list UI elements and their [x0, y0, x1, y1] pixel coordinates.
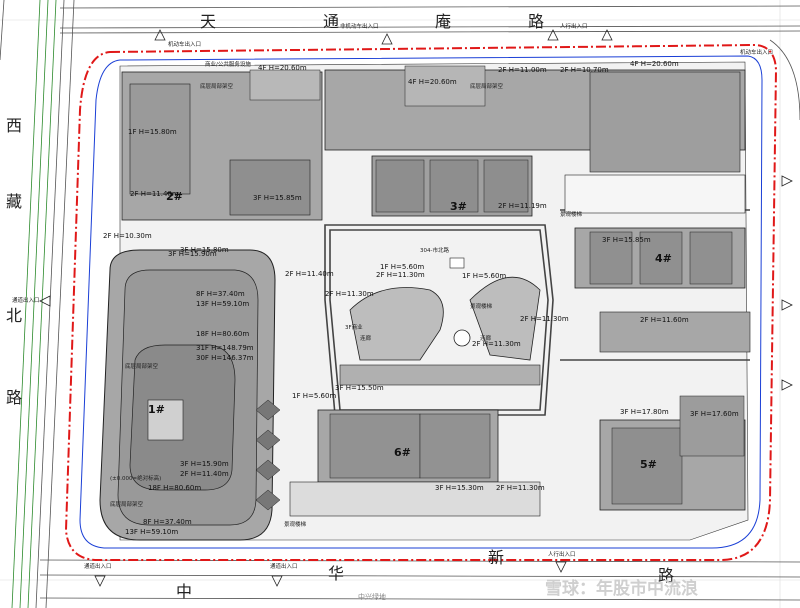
building-6-label: 6# [394, 446, 411, 459]
setback-blue-line [79, 55, 763, 549]
building-4 [574, 227, 746, 289]
height-label: 3F H=15.50m [335, 384, 384, 392]
note-label: 3F商业 [345, 325, 363, 331]
road-south-char-3: 新 [488, 548, 505, 567]
note-label: 景观楼梯 [560, 212, 583, 218]
height-label: 18F H=80.60m [196, 330, 250, 338]
building-5 [599, 395, 746, 511]
height-label: 2F H=11.40m [285, 270, 334, 278]
height-label: 3F H=17.60m [690, 410, 739, 418]
height-label: 1F H=5.60m [380, 263, 425, 271]
height-label: 3F H=15.90m [180, 460, 229, 468]
building-4-label: 4# [655, 252, 672, 265]
height-label: 3F H=17.80m [620, 408, 669, 416]
height-label: 2F H=11.30m [496, 484, 545, 492]
north-podium [324, 65, 746, 173]
note-label: (±0.000=绝对标高) [110, 476, 162, 482]
height-label: 3F H=15.85m [602, 236, 651, 244]
height-label: 2F H=10.30m [103, 232, 152, 240]
note-label: 304-市北路 [420, 248, 449, 254]
gate-label: 机动车出入口 [740, 50, 774, 56]
road-west-char-3: 北 [6, 306, 23, 325]
building-1 [99, 249, 276, 541]
building-3 [371, 155, 533, 217]
courtyard [339, 276, 541, 386]
gate-label: 通道出入口 [84, 564, 112, 570]
gate-label: 人行出入口 [548, 552, 576, 558]
watermark: 雪球：年股市中流浪 [545, 579, 698, 599]
height-label: 31F H=148.79m [196, 344, 254, 352]
note-label: 底层局部架空 [470, 84, 504, 90]
height-label: 1F H=5.60m [292, 392, 337, 400]
road-south-char-4: 路 [658, 566, 675, 585]
road-west-char-2: 藏 [6, 192, 23, 211]
height-label: 4F H=20.60m [408, 78, 457, 86]
road-north-char-4: 路 [528, 12, 545, 31]
building-2 [121, 69, 323, 221]
note-label: 底层局部架空 [110, 502, 144, 508]
note-label: 商业/公共服务设施 [205, 62, 251, 68]
height-label: 3F H=15.90m [168, 250, 217, 258]
height-label: 1F H=15.80m [128, 128, 177, 136]
note-label: 景观楼梯 [470, 304, 493, 310]
property-red-line [64, 43, 778, 561]
building-5-label: 5# [640, 458, 657, 471]
height-label: 2F H=11.30m [325, 290, 374, 298]
road-west-char-4: 路 [6, 388, 23, 407]
gate-markers [39, 29, 793, 587]
note-label: 连廊 [480, 336, 492, 342]
height-label: 2F H=11.30m [472, 340, 521, 348]
height-label: 2F H=11.30m [376, 271, 425, 279]
note-label: 底层局部架空 [200, 84, 234, 90]
road-south-char-1: 中 [176, 582, 193, 601]
road-north-char-3: 庵 [435, 12, 452, 31]
north-road-lines [59, 5, 800, 34]
road-west-char-1: 西 [6, 116, 23, 135]
height-label: 3F H=15.30m [435, 484, 484, 492]
landscape-stair [255, 399, 281, 511]
east-strip [564, 174, 746, 214]
height-label: 3F H=15.80m [180, 246, 229, 254]
note-label: 底层局部架空 [125, 364, 159, 370]
height-label: 4F H=20.60m [258, 64, 307, 72]
note-label: 景观楼梯 [284, 522, 307, 528]
gate-label: 通道出入口 [12, 298, 40, 304]
road-south-char-2: 华 [328, 564, 345, 583]
green-label: 中兴绿地 [358, 593, 386, 601]
west-road-lines [11, 0, 57, 608]
height-label: 2F H=11.19m [498, 202, 547, 210]
height-label: 13F H=59.10m [196, 300, 250, 308]
gate-label: 非机动车出入口 [340, 24, 379, 30]
height-label: 2F H=11.40m [180, 470, 229, 478]
height-label: 2F H=11.40m [130, 190, 179, 198]
height-label: 4F H=20.60m [630, 60, 679, 68]
road-north-char-1: 天 [200, 12, 217, 31]
note-label: 连廊 [360, 336, 372, 342]
height-label: 8F H=37.40m [143, 518, 192, 526]
gate-label: 人行出入口 [560, 24, 588, 30]
road-north-char-2: 通 [323, 12, 340, 31]
height-label: 1F H=5.60m [462, 272, 507, 280]
height-label: 13F H=59.10m [125, 528, 179, 536]
height-label: 2F H=11.60m [640, 316, 689, 324]
height-label: 2F H=11.00m [498, 66, 547, 74]
building-2-label: 2# [166, 190, 183, 203]
height-label: 30F H=146.37m [196, 354, 254, 362]
height-label: 18F H=80.60m [148, 484, 202, 492]
height-label: 2F H=11.30m [520, 315, 569, 323]
gate-label: 通道出入口 [270, 564, 298, 570]
height-label: 3F H=15.85m [253, 194, 302, 202]
building-3-label: 3# [450, 200, 467, 213]
height-label: 8F H=37.40m [196, 290, 245, 298]
building-1-label: 1# [148, 403, 165, 416]
height-label: 2F H=10.70m [560, 66, 609, 74]
building-6 [317, 409, 499, 483]
gate-label: 机动车出入口 [168, 42, 202, 48]
